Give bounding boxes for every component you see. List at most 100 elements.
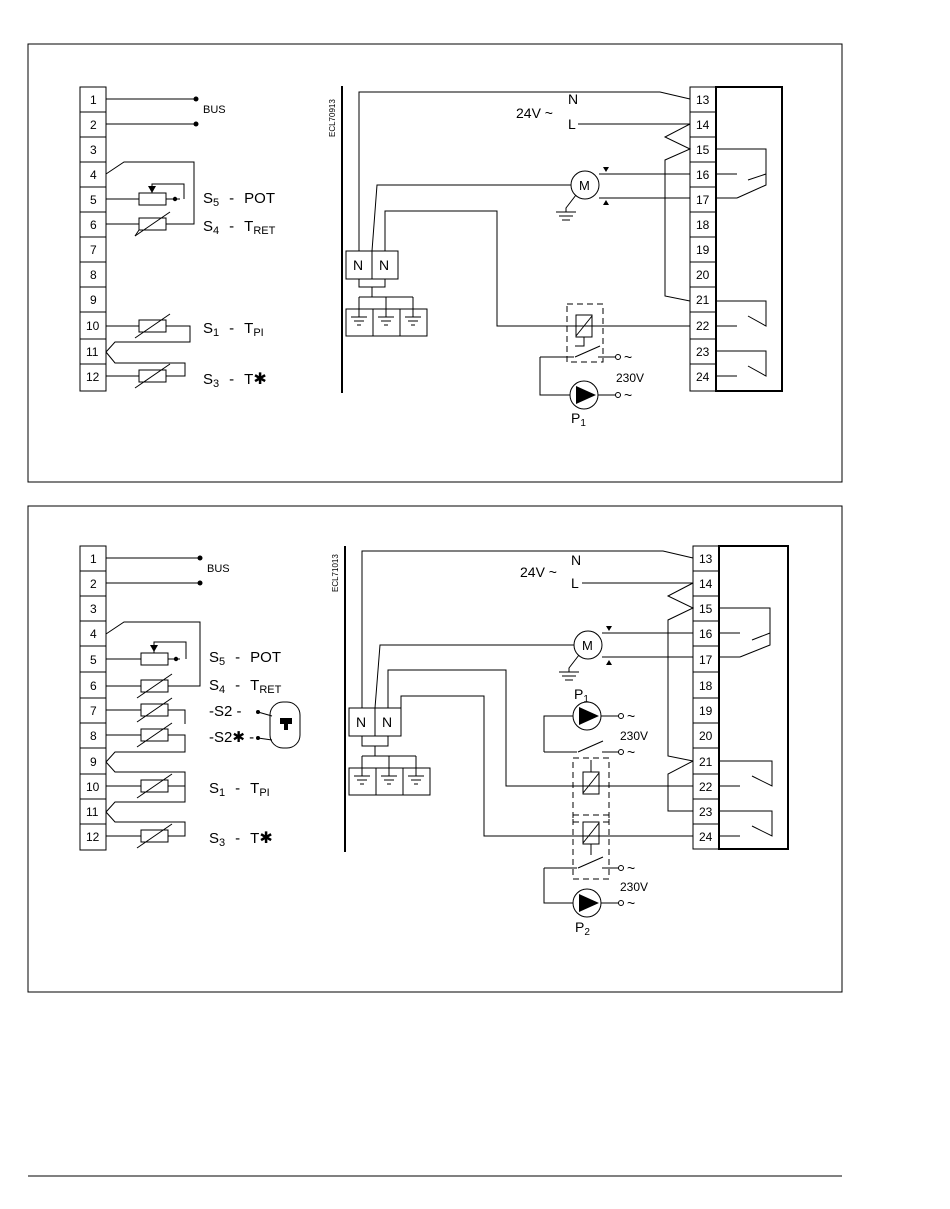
terminal-24: 24 — [696, 370, 710, 384]
terminal-17: 17 — [699, 653, 713, 667]
terminal-7: 7 — [90, 243, 97, 257]
terminal-7: 7 — [90, 704, 97, 718]
terminal-16: 16 — [699, 627, 713, 641]
neutral-n2: N — [382, 714, 392, 730]
supply-24v-label: 24V ~ — [516, 105, 553, 121]
terminal-15: 15 — [696, 143, 710, 157]
label-s2: -S2 - — [209, 703, 242, 720]
diagram-2: 1 2 3 4 5 6 7 8 9 10 11 12 BUS — [28, 506, 842, 992]
terminal-6: 6 — [90, 218, 97, 232]
hot-water-tank — [258, 702, 300, 748]
terminal-6: 6 — [90, 679, 97, 693]
sensor-s4 — [106, 212, 180, 236]
terminal-8: 8 — [90, 268, 97, 282]
sensor-s3 — [106, 352, 185, 388]
terminal-11: 11 — [86, 345, 99, 359]
label-s1: S1-TPI — [209, 780, 270, 799]
tilde-1: ~ — [624, 349, 632, 365]
potentiometer-s5 — [106, 162, 194, 224]
tilde-p1-b: ~ — [627, 744, 635, 760]
tilde-p1-a: ~ — [627, 708, 635, 724]
terminal-24: 24 — [699, 830, 713, 844]
terminal-16: 16 — [696, 168, 710, 182]
terminal-4: 4 — [90, 627, 97, 641]
terminal-18: 18 — [699, 679, 713, 693]
terminal-14: 14 — [699, 577, 713, 591]
label-s3: S3-T✱ — [203, 369, 267, 390]
terminal-19: 19 — [699, 704, 713, 718]
label-s2-star: -S2✱ - — [209, 729, 254, 746]
terminal-20: 20 — [696, 268, 710, 282]
terminal-2: 2 — [90, 118, 97, 132]
motor-label: M — [579, 178, 590, 193]
mains-230v-p2: 230V — [620, 880, 648, 894]
diagram-1-left-terminal-strip: 1 2 3 4 5 6 7 8 9 10 11 12 — [80, 87, 106, 391]
tilde-p2-b: ~ — [627, 895, 635, 911]
potentiometer-s5 — [106, 622, 200, 686]
diagram-1-right-terminal-strip: 13 14 15 16 17 18 19 20 21 22 23 24 — [665, 87, 782, 391]
diagram-2-left-terminal-strip: 1 2 3 4 5 6 7 8 9 10 11 12 — [80, 546, 106, 850]
sensor-s1 — [106, 762, 185, 812]
neutral-n1: N — [356, 714, 366, 730]
supply-n-label: N — [571, 552, 581, 568]
terminal-1: 1 — [90, 552, 97, 566]
diagram-2-right-terminal-strip: 13 14 15 16 17 18 19 20 21 22 23 24 — [668, 546, 788, 849]
sensor-s2-star — [106, 723, 185, 762]
terminal-18: 18 — [696, 218, 710, 232]
pump-p1-label: P1 — [574, 686, 589, 705]
motor-label: M — [582, 638, 593, 653]
supply-n-label: N — [568, 91, 578, 107]
pump-p1-label: P1 — [571, 410, 586, 429]
terminal-12: 12 — [86, 370, 100, 384]
terminal-9: 9 — [90, 293, 97, 307]
supply-24v-label: 24V ~ — [520, 564, 557, 580]
tilde-2: ~ — [624, 387, 632, 403]
diagram-code: ECL71013 — [331, 554, 340, 592]
terminal-5: 5 — [90, 653, 97, 667]
sensor-s3 — [106, 812, 185, 848]
bus-label: BUS — [207, 563, 230, 575]
pump-p2-label: P2 — [575, 919, 590, 938]
terminal-14: 14 — [696, 118, 710, 132]
label-s5: S5-POT — [203, 190, 275, 209]
terminal-21: 21 — [696, 293, 710, 307]
terminal-11: 11 — [86, 805, 99, 819]
tilde-p2-a: ~ — [627, 860, 635, 876]
terminal-19: 19 — [696, 243, 710, 257]
supply-l-label: L — [568, 116, 576, 132]
terminal-10: 10 — [86, 319, 100, 333]
mains-230v: 230V — [616, 371, 644, 385]
label-s5: S5-POT — [209, 649, 281, 668]
terminal-12: 12 — [86, 830, 100, 844]
terminal-17: 17 — [696, 193, 710, 207]
label-s4: S4-TRET — [203, 218, 276, 237]
terminal-5: 5 — [90, 193, 97, 207]
label-s1: S1-TPI — [203, 320, 264, 339]
terminal-23: 23 — [699, 805, 713, 819]
terminal-10: 10 — [86, 780, 100, 794]
terminal-20: 20 — [699, 729, 713, 743]
terminal-23: 23 — [696, 345, 710, 359]
diagram-1-frame — [28, 44, 842, 482]
terminal-3: 3 — [90, 602, 97, 616]
neutral-n2: N — [379, 257, 389, 273]
terminal-13: 13 — [696, 93, 710, 107]
bus-label: BUS — [203, 104, 226, 116]
terminal-13: 13 — [699, 552, 713, 566]
terminal-2: 2 — [90, 577, 97, 591]
sensor-s2 — [106, 698, 185, 724]
neutral-n1: N — [353, 257, 363, 273]
terminal-22: 22 — [699, 780, 713, 794]
terminal-9: 9 — [90, 755, 97, 769]
mains-230v-p1: 230V — [620, 729, 648, 743]
terminal-22: 22 — [696, 319, 710, 333]
terminal-8: 8 — [90, 729, 97, 743]
terminal-21: 21 — [699, 755, 713, 769]
diagram-code: ECL70913 — [328, 99, 337, 137]
terminal-4: 4 — [90, 168, 97, 182]
diagram-1: 1 2 3 4 5 6 7 8 9 10 11 12 BUS — [28, 44, 842, 482]
label-s4: S4-TRET — [209, 677, 282, 696]
label-s3: S3-T✱ — [209, 828, 273, 849]
supply-l-label: L — [571, 575, 579, 591]
